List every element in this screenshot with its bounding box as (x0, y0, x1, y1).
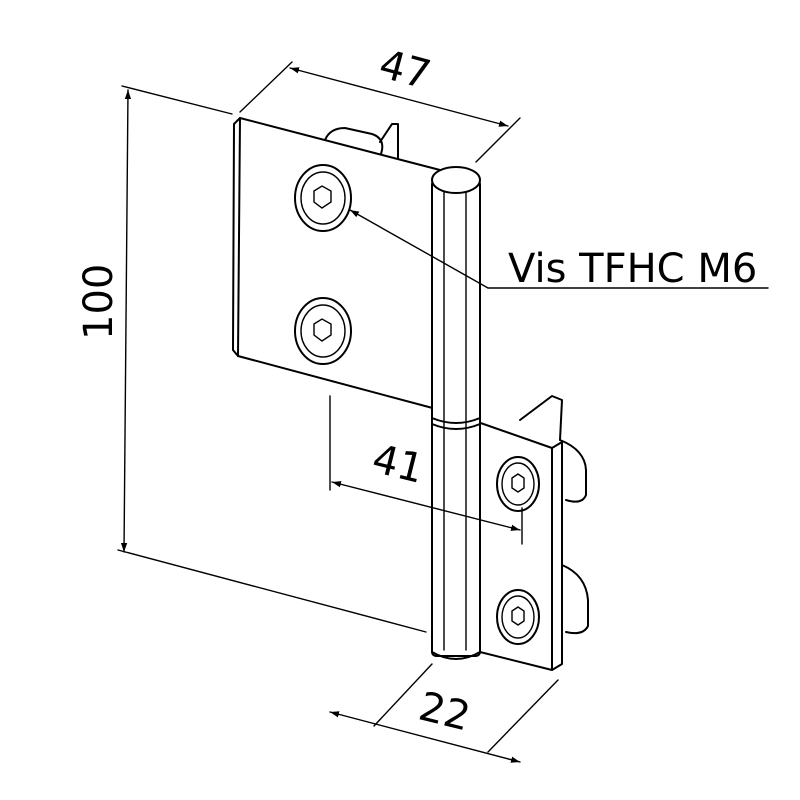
upper-screw-bottom (294, 297, 352, 365)
lower-screw-bottom (496, 589, 540, 645)
lower-back-clip (519, 395, 563, 441)
upper-leaf-edge (232, 117, 241, 357)
hinge-pin-cap (431, 166, 481, 194)
screw-callout: Vis TFHC M6 (349, 209, 769, 292)
dimension-width-top-label: 47 (374, 41, 435, 99)
lower-back-fitting-bottom (561, 564, 589, 635)
hinge-pin (431, 166, 481, 660)
lower-leaf-edge (551, 441, 563, 671)
upper-leaf-plate (237, 117, 441, 411)
dimension-height-label: 100 (76, 264, 122, 340)
dimension-width-bottom-label: 22 (414, 684, 475, 741)
upper-screw-top (294, 164, 352, 232)
lower-leaf (471, 395, 589, 671)
dimension-hole-spacing-label: 41 (368, 436, 429, 493)
upper-back-fitting (324, 127, 384, 159)
dimension-width-bottom: 22 (329, 663, 559, 763)
upper-leaf (232, 117, 441, 411)
lower-back-fitting-top (559, 439, 587, 503)
screw-callout-label: Vis TFHC M6 (508, 246, 757, 292)
dimension-height: 100 (76, 85, 427, 633)
